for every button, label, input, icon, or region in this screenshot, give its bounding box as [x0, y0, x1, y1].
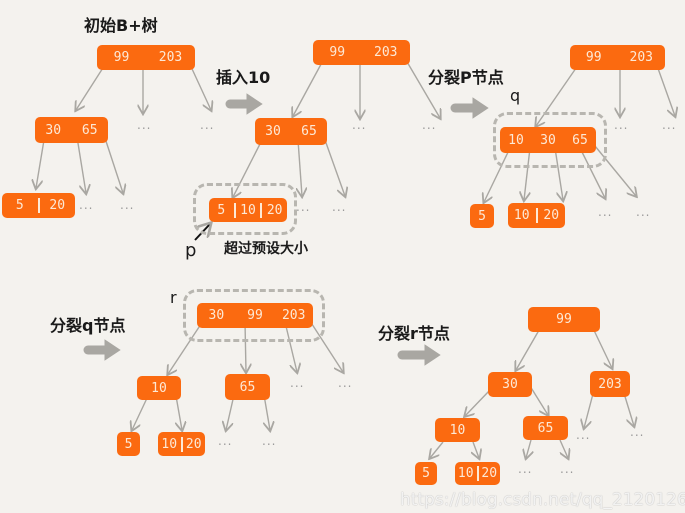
- key: 30: [265, 124, 281, 139]
- ellipsis: ...: [576, 428, 591, 442]
- key: 65: [301, 124, 317, 139]
- key: 10: [449, 422, 466, 438]
- key: 20: [37, 198, 76, 213]
- label-p: p: [185, 240, 197, 261]
- key: 20: [535, 208, 566, 223]
- key: 99: [113, 50, 130, 65]
- ellipsis: ...: [422, 118, 437, 132]
- watermark: https://blog.csdn.net/qq_21201267: [400, 490, 685, 510]
- step-arrows: [83, 93, 489, 366]
- label-split-r: 分裂r节点: [378, 324, 450, 343]
- label-overflow: 超过预设大小: [224, 241, 308, 257]
- ellipsis: ...: [518, 462, 533, 476]
- key: 10: [457, 466, 474, 481]
- p5-internal-65: 65: [523, 416, 568, 440]
- p5-internal-30: 30: [488, 372, 532, 397]
- key: 10: [513, 208, 530, 223]
- p5-internal-10: 10: [435, 418, 480, 442]
- p3-internal-node-q: 10 30 65: [500, 127, 596, 153]
- p4-root-node-r: 30 99 203: [197, 303, 313, 328]
- ellipsis: ...: [120, 198, 135, 212]
- key: 99: [585, 50, 602, 65]
- key: 99: [556, 312, 572, 327]
- ellipsis: ...: [200, 118, 215, 132]
- p1-leaf-node: 5 20: [2, 193, 75, 218]
- q-highlight: [493, 112, 607, 168]
- key: 203: [598, 376, 622, 392]
- key: 20: [180, 436, 206, 452]
- key: 5: [478, 208, 486, 224]
- ellipsis: ...: [614, 118, 629, 132]
- key: 30: [208, 308, 225, 323]
- key: 65: [572, 132, 588, 148]
- p1-root-node: 99 203: [97, 45, 195, 70]
- ellipsis: ...: [218, 434, 233, 448]
- label-split-p: 分裂P节点: [428, 68, 504, 87]
- key: 203: [629, 50, 653, 65]
- overflow-highlight: [193, 183, 297, 235]
- label-initial-tree: 初始B+树: [84, 16, 158, 35]
- p3-leaf-node-b: 10 20: [508, 203, 565, 228]
- p3-leaf-node-a: 5: [470, 204, 494, 228]
- key: 65: [537, 420, 554, 436]
- p3-root-node: 99 203: [570, 45, 665, 70]
- p5-leaf-node-a: 5: [415, 462, 437, 485]
- key: 10: [508, 132, 524, 148]
- p4-internal-left: 10: [137, 376, 181, 400]
- p2-root-node: 99 203: [313, 40, 410, 65]
- key: 20: [476, 466, 501, 481]
- p4-internal-right: 65: [225, 374, 270, 400]
- ellipsis: ...: [332, 200, 347, 214]
- key: 10: [151, 380, 167, 396]
- ellipsis: ...: [630, 425, 645, 439]
- label-insert: 插入10: [216, 68, 271, 87]
- p2-internal-node: 30 65: [255, 118, 327, 145]
- key: 65: [239, 379, 256, 395]
- label-r: r: [170, 288, 177, 307]
- ellipsis: ...: [560, 462, 575, 476]
- key: 203: [281, 308, 306, 323]
- ellipsis: ...: [352, 118, 367, 132]
- key: 5: [15, 198, 24, 213]
- key: 99: [329, 45, 346, 60]
- p1-internal-node: 30 65: [35, 117, 108, 143]
- p4-leaf-node-a: 5: [117, 432, 140, 456]
- label-q: q: [510, 86, 521, 105]
- ellipsis: ...: [290, 376, 305, 390]
- key: 10: [161, 436, 178, 452]
- key: 10: [233, 202, 261, 218]
- key: 99: [247, 308, 263, 323]
- ellipsis: ...: [79, 198, 94, 212]
- key: 65: [81, 122, 98, 138]
- key: 5: [217, 202, 226, 218]
- ellipsis: ...: [137, 118, 152, 132]
- key: 30: [45, 122, 62, 138]
- ellipsis: ...: [296, 200, 311, 214]
- key: 203: [374, 45, 398, 60]
- p5-internal-203: 203: [590, 371, 630, 397]
- ellipsis: ...: [262, 434, 277, 448]
- label-split-q: 分裂q节点: [50, 316, 126, 335]
- ellipsis: ...: [598, 205, 613, 219]
- key: 203: [158, 50, 183, 65]
- p5-root-node: 99: [528, 307, 600, 332]
- ellipsis: ...: [636, 205, 651, 219]
- key: 20: [260, 202, 287, 218]
- key: 5: [124, 436, 133, 452]
- key: 30: [502, 377, 518, 392]
- r-highlight: [183, 289, 325, 342]
- ellipsis: ...: [338, 376, 353, 390]
- key: 5: [422, 466, 430, 481]
- key: 30: [540, 132, 556, 148]
- ellipsis: ...: [662, 118, 677, 132]
